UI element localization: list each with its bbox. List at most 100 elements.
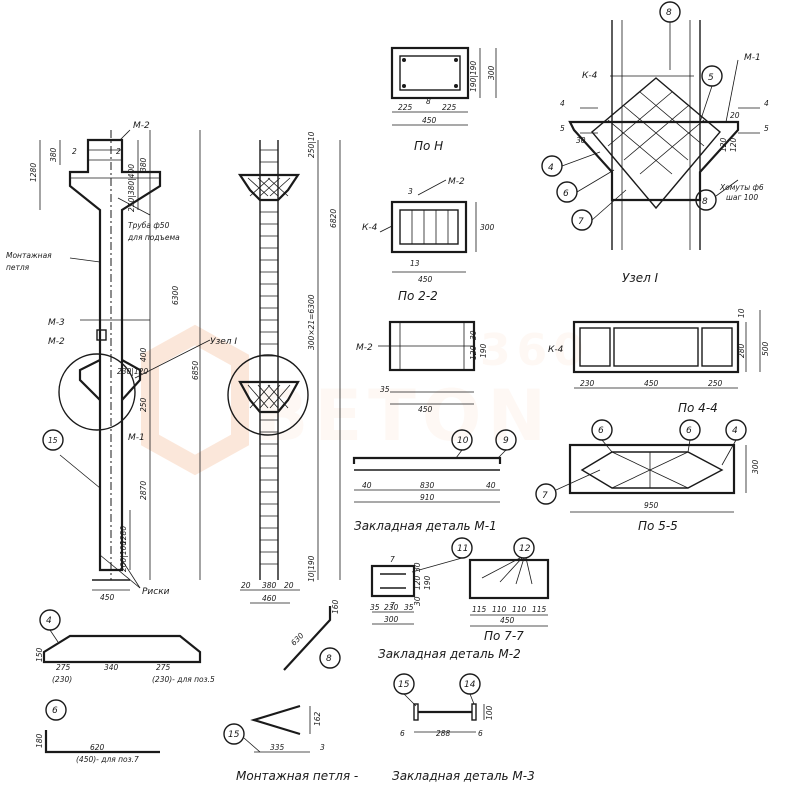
dim-b288: 288 xyxy=(436,729,451,738)
node-callout-6: 6 xyxy=(563,189,569,199)
dim-200-100: 200|100 xyxy=(119,541,128,572)
callout-15b: 15 xyxy=(228,730,240,740)
node-dim-30: 30 xyxy=(576,136,586,145)
callout-7: 7 xyxy=(542,491,548,501)
section-55: 6 6 4 7 300 950 По 5-5 xyxy=(535,419,760,533)
label-k4-44: К-4 xyxy=(548,345,564,355)
dim-f450: 450 xyxy=(500,616,515,625)
node-dim-120b: 120 xyxy=(729,137,738,152)
node-callout-7: 7 xyxy=(578,217,584,227)
node-callout-4: 4 xyxy=(548,163,554,173)
dim-b275: 275 xyxy=(56,663,71,672)
dim-b620: 620 xyxy=(90,743,105,752)
node-sec4: 4 xyxy=(560,99,565,108)
title-zd-m1: Закладная деталь М-1 xyxy=(354,519,497,533)
callout-6c: 6 xyxy=(686,426,692,436)
dim-f30b: 30 xyxy=(413,596,422,606)
node-dim-20: 20 xyxy=(730,111,740,120)
dim-f110b: 110 xyxy=(512,605,527,614)
title-uzel: Узел I xyxy=(622,271,659,285)
callout-8: 8 xyxy=(326,654,332,664)
dim-13: 13 xyxy=(410,259,420,268)
section-m2-side: М-2 30 120 190 35 450 xyxy=(356,320,488,414)
dim-400: 400 xyxy=(139,347,148,362)
dim-b230: (230) xyxy=(52,675,72,684)
dim-6850: 6850 xyxy=(191,361,200,380)
callout-6b: 6 xyxy=(598,426,604,436)
node-detail: 8 5 4 6 7 8 М-1 К-4 Хомуты ф6 шаг 100 4 … xyxy=(541,1,769,285)
label-m3: М-3 xyxy=(48,318,65,328)
dim-2b: 2 xyxy=(116,147,121,156)
dim-380: 380 xyxy=(49,147,58,162)
dim-b6b: 6 xyxy=(478,729,483,738)
dim-250s: 250 xyxy=(708,379,723,388)
dim-300c: 300 xyxy=(751,459,760,474)
title-zd-m3: Закладная деталь М-3 xyxy=(392,769,535,783)
dim-300b: 300 xyxy=(480,223,495,232)
title-loop: Монтажная петля - xyxy=(236,769,358,783)
label-m2-left: М-2 xyxy=(48,337,65,347)
dim-380c: 380 xyxy=(262,581,277,590)
dim-b335: 335 xyxy=(270,743,285,752)
bar-6: 6 180 620 (450)- для поз.7 xyxy=(35,699,160,764)
callout-12: 12 xyxy=(519,544,531,554)
dim-b6: 6 xyxy=(400,729,405,738)
dim-6820: 6820 xyxy=(329,209,338,228)
dim-f115: 115 xyxy=(472,605,487,614)
label-m1: М-1 xyxy=(128,433,145,443)
cage-labels: 250|10 300×21=6300 10|190 6820 20 380 20… xyxy=(241,131,338,603)
dim-190-190: 190|190 xyxy=(469,61,478,92)
mount-loop-label2: петля xyxy=(6,263,30,272)
dim-2: 2 xyxy=(72,147,77,156)
node-callout-8b: 8 xyxy=(702,197,708,207)
dim-b160: 160 xyxy=(331,599,340,614)
callout-10: 10 xyxy=(457,436,469,446)
title-55: По 5-5 xyxy=(638,519,678,533)
dim-30: 30 xyxy=(469,330,478,340)
dim-f190: 190 xyxy=(423,575,432,590)
section-pon: 225 8 225 450 190|190 300 По Н xyxy=(390,46,497,153)
dim-f300: 300 xyxy=(384,615,399,624)
dim-f35: 35 xyxy=(370,603,380,612)
dim-b3: 3 xyxy=(320,743,325,752)
label-k4-22: К-4 xyxy=(362,223,378,233)
node-callout-8: 8 xyxy=(666,8,672,18)
mount-loop-label: Монтажная xyxy=(6,251,52,260)
dim-f230: 230 xyxy=(384,603,399,612)
callout-15: 15 xyxy=(48,436,58,445)
dim-500: 500 xyxy=(761,341,770,356)
dim-280: 280 xyxy=(737,343,746,358)
dim-190: 190 xyxy=(479,343,488,358)
dim-f30: 30 xyxy=(413,562,422,572)
node-clamps2: шаг 100 xyxy=(726,193,758,202)
dim-e910: 910 xyxy=(420,493,435,502)
node-m1: М-1 xyxy=(744,53,761,63)
watermark-sub: 360 xyxy=(480,325,590,376)
dim-10-190: 10|190 xyxy=(307,555,316,582)
bar-15-loop: 15 162 335 3 Монтажная петля - xyxy=(223,704,358,783)
pipe-note: Труба ф50 xyxy=(128,221,170,230)
dim-b275b: 275 xyxy=(156,663,171,672)
callout-14: 14 xyxy=(464,680,476,690)
title-pon: По Н xyxy=(414,139,443,153)
dim-225b: 225 xyxy=(442,103,457,112)
dim-380b: 380 xyxy=(139,157,148,172)
dim-f120: 120 xyxy=(413,575,422,590)
dim-450: 450 xyxy=(100,593,115,602)
label-m2-side: М-2 xyxy=(356,343,373,353)
dim-460: 460 xyxy=(262,594,277,603)
dim-1280: 1280 xyxy=(29,163,38,182)
dim-f7: 7 xyxy=(390,555,395,564)
embedded-part-m2: 11 12 7 7 30 120 190 30 35 230 35 300 11… xyxy=(370,537,550,661)
dim-e40b: 40 xyxy=(486,481,496,490)
title-p77: По 7-7 xyxy=(484,629,524,643)
node-callout-5: 5 xyxy=(708,73,714,83)
callout-11: 11 xyxy=(457,544,468,554)
dim-450a: 450 xyxy=(422,116,437,125)
dim-300x21: 300×21=6300 xyxy=(307,294,316,350)
dim-f35b: 35 xyxy=(404,603,414,612)
dim-e40: 40 xyxy=(362,481,372,490)
dim-3: 3 xyxy=(408,187,413,196)
dim-f7b: 7 xyxy=(390,601,395,610)
